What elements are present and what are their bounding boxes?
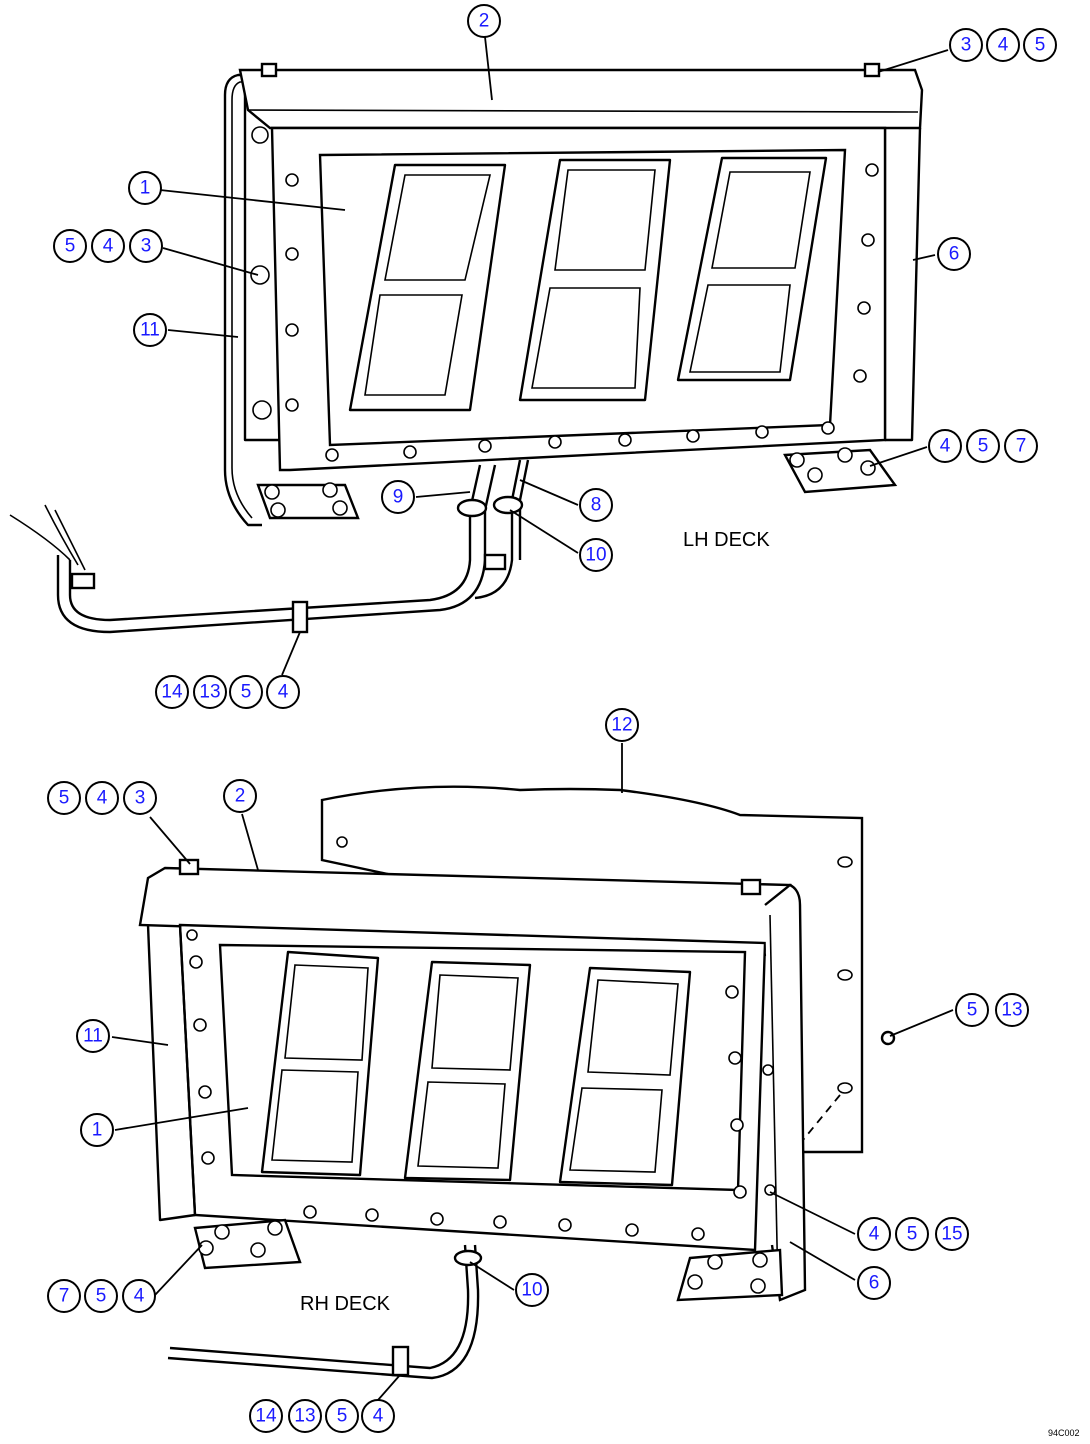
svg-text:7: 7 [59, 1286, 70, 1307]
rh-nut [880, 1030, 896, 1046]
callout-lh-right-side: 6 [937, 237, 971, 271]
callout-rh-nut: 5 13 [955, 993, 1029, 1027]
rh-left-bracket-bolts [198, 1220, 283, 1258]
lh-digits [348, 156, 828, 412]
lh-side-rail [223, 73, 262, 527]
callout-rh-right-side: 6 [857, 1266, 891, 1300]
rh-digits [260, 950, 692, 1187]
svg-text:14: 14 [255, 1406, 277, 1427]
svg-text:3: 3 [961, 35, 972, 56]
rh-harness [167, 1244, 483, 1380]
svg-text:11: 11 [83, 1026, 103, 1047]
svg-text:4: 4 [940, 436, 951, 457]
svg-text:4: 4 [373, 1406, 384, 1427]
callout-rh-harness-10: 10 [515, 1273, 549, 1307]
figure-code: 94C002 [1048, 1428, 1080, 1438]
callout-balloons: 2 3 4 5 1 5 4 3 11 6 4 5 7 9 8 [47, 4, 1057, 1433]
svg-text:5: 5 [907, 1224, 918, 1245]
svg-text:3: 3 [141, 236, 152, 257]
svg-text:10: 10 [585, 545, 606, 566]
callout-rh-top: 2 [223, 779, 257, 813]
callout-lh-face: 1 [128, 171, 162, 205]
rh-back-panel-holes [336, 836, 853, 1094]
svg-text:2: 2 [235, 786, 246, 807]
rh-face-window [218, 943, 747, 1192]
callout-lh-left-bolt: 5 4 3 [53, 229, 163, 263]
rh-top-bolts [178, 858, 762, 896]
svg-text:5: 5 [967, 1000, 978, 1021]
svg-text:4: 4 [134, 1286, 145, 1307]
svg-text:5: 5 [96, 1286, 107, 1307]
svg-text:10: 10 [521, 1280, 542, 1301]
svg-text:13: 13 [199, 682, 220, 703]
svg-text:8: 8 [591, 495, 602, 516]
callout-rh-panel: 12 [605, 708, 639, 742]
lh-deck-label: LH DECK [683, 529, 770, 551]
svg-text:4: 4 [103, 236, 114, 257]
callout-lh-top: 2 [467, 4, 501, 38]
svg-text:4: 4 [869, 1224, 880, 1245]
lh-right-bracket-bolts [789, 447, 876, 483]
rh-left-side [146, 924, 197, 1222]
svg-text:3: 3 [135, 788, 146, 809]
svg-text:7: 7 [1016, 436, 1027, 457]
callout-rh-right-bolt: 4 5 15 [857, 1217, 969, 1251]
callout-rh-clamp: 14 13 5 4 [249, 1399, 395, 1433]
callout-rh-top-left: 5 4 3 [47, 781, 157, 815]
svg-text:13: 13 [1001, 1000, 1022, 1021]
svg-text:12: 12 [611, 715, 632, 736]
svg-text:5: 5 [978, 436, 989, 457]
lh-display-assembly [9, 62, 924, 634]
lh-top-bolts [260, 62, 881, 78]
lh-left-bracket-bolts [264, 482, 348, 518]
lh-side-rail-inner [231, 81, 253, 519]
rh-deck-label: RH DECK [300, 1293, 391, 1315]
svg-text:9: 9 [393, 487, 404, 508]
svg-text:5: 5 [59, 788, 70, 809]
svg-text:14: 14 [161, 682, 183, 703]
rh-right-bracket-bolts [687, 1252, 768, 1294]
callout-lh-top-right: 3 4 5 [949, 28, 1057, 62]
callout-lh-harness-10: 10 [579, 538, 613, 572]
svg-text:1: 1 [92, 1120, 103, 1141]
svg-text:5: 5 [1035, 35, 1046, 56]
rh-nut-dash [802, 1094, 841, 1141]
svg-text:6: 6 [949, 244, 960, 265]
callout-lh-clamp: 14 13 5 4 [155, 675, 300, 709]
rh-display-assembly [138, 785, 896, 1380]
callout-rh-left-rail: 11 [76, 1019, 110, 1053]
leader-lines [111, 36, 954, 1401]
rh-right-housing [764, 883, 807, 1302]
callout-lh-bracket: 4 5 7 [928, 429, 1038, 463]
rh-frame-holes [186, 929, 776, 1241]
callout-rh-bracket: 7 5 4 [47, 1279, 156, 1313]
callout-rh-face: 1 [80, 1113, 114, 1147]
lh-harness [9, 459, 530, 634]
svg-text:5: 5 [337, 1406, 348, 1427]
svg-text:11: 11 [140, 320, 160, 341]
svg-text:5: 5 [241, 682, 252, 703]
svg-text:4: 4 [278, 682, 289, 703]
lh-hood-crease [247, 109, 919, 113]
svg-text:15: 15 [941, 1224, 962, 1245]
lh-right-housing [883, 127, 922, 442]
svg-text:4: 4 [998, 35, 1009, 56]
svg-text:4: 4 [97, 788, 108, 809]
rh-right-housing-inner [769, 914, 779, 1291]
svg-text:13: 13 [294, 1406, 315, 1427]
svg-text:5: 5 [65, 236, 76, 257]
svg-text:2: 2 [479, 11, 490, 32]
callout-lh-left-rail: 11 [133, 313, 167, 347]
lh-hood [238, 68, 924, 130]
lh-frame-holes [250, 126, 879, 462]
svg-text:1: 1 [140, 178, 151, 199]
callout-lh-harness-8: 8 [579, 488, 613, 522]
svg-text:6: 6 [869, 1273, 880, 1294]
callout-lh-harness-9: 9 [381, 480, 415, 514]
